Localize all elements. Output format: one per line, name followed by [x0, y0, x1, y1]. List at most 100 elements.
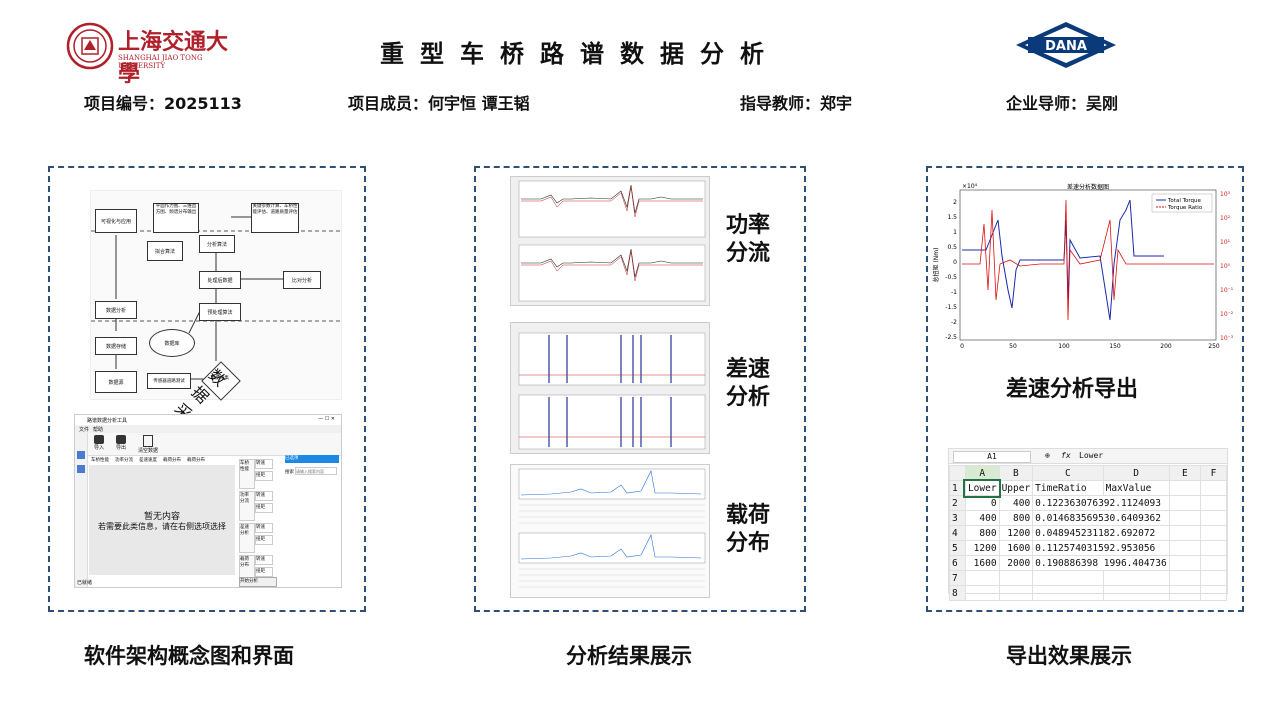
tab-4[interactable]: 载荷分布 — [163, 458, 181, 463]
col-header[interactable]: E — [1168, 465, 1201, 481]
cell[interactable]: 2000 — [998, 555, 1034, 571]
project-number: 项目编号：2025113 — [84, 94, 242, 113]
col-header[interactable]: D — [1102, 465, 1170, 481]
trash-icon — [143, 435, 153, 447]
cell[interactable] — [1168, 495, 1201, 511]
cell[interactable] — [1102, 585, 1170, 601]
col-header[interactable]: C — [1032, 465, 1104, 481]
option-button[interactable]: 扭矩 — [255, 535, 273, 545]
cell[interactable]: 0.048945231182.692072 — [1032, 525, 1170, 541]
cell[interactable]: 400 — [964, 510, 1000, 526]
import-button[interactable]: 导入 — [91, 435, 107, 451]
app-left-rail — [75, 433, 88, 587]
cell[interactable]: 1200 — [998, 525, 1034, 541]
cell[interactable] — [1199, 540, 1228, 556]
cell[interactable] — [1199, 480, 1228, 496]
cell[interactable] — [1168, 585, 1201, 601]
cell-reference[interactable]: A1 — [953, 451, 1031, 463]
tab-1[interactable]: 车桥性能 — [91, 458, 109, 463]
tab-2[interactable]: 功率分流 — [115, 458, 133, 463]
box-compare: 比对分析 — [283, 271, 321, 289]
cell[interactable] — [1199, 495, 1228, 511]
cell[interactable]: TimeRatio — [1032, 480, 1104, 496]
differential-plot — [518, 332, 706, 450]
row-number[interactable]: 8 — [949, 585, 966, 601]
cell[interactable]: Upper — [998, 480, 1034, 496]
cell[interactable]: MaxValue — [1102, 480, 1170, 496]
cell[interactable] — [1032, 570, 1104, 586]
ytick: -0.5 — [945, 274, 957, 281]
menu-file[interactable]: 文件 — [79, 427, 90, 433]
row-number[interactable]: 3 — [949, 510, 966, 526]
cell[interactable] — [1199, 510, 1228, 526]
row-number[interactable]: 6 — [949, 555, 966, 571]
university-logo: 上海交通大學 SHANGHAI JIAO TONG UNIVERSITY — [66, 22, 246, 87]
col-header[interactable]: A — [964, 465, 1000, 481]
option-button[interactable]: 转速 — [255, 491, 273, 501]
rail-icon[interactable] — [77, 451, 85, 459]
row-number[interactable]: 1 — [949, 480, 966, 496]
zoom-icon[interactable]: ⊕ — [1045, 451, 1050, 460]
clear-button[interactable]: 清空数据 — [137, 435, 159, 454]
legend-total-torque: Total Torque — [1167, 198, 1202, 204]
option-group: 差速 分析 — [239, 523, 255, 553]
search-input[interactable] — [295, 467, 337, 475]
tab-3[interactable]: 差速速度 — [139, 458, 157, 463]
cell[interactable] — [998, 570, 1034, 586]
col-header[interactable]: B — [998, 465, 1034, 481]
option-button[interactable]: 扭矩 — [255, 471, 273, 481]
option-button[interactable]: 扭矩 — [255, 503, 273, 513]
cell[interactable] — [1168, 510, 1201, 526]
cell[interactable] — [1199, 525, 1228, 541]
cell[interactable]: 0.190886398 1996.404736 — [1032, 555, 1170, 571]
cell[interactable] — [964, 585, 1000, 601]
cell[interactable] — [1168, 555, 1201, 571]
option-button[interactable]: 转速 — [255, 555, 273, 565]
option-button[interactable]: 转速 — [255, 459, 273, 469]
start-analysis-button[interactable]: 开始分析 — [239, 577, 277, 587]
menu-help[interactable]: 帮助 — [93, 427, 104, 433]
cell[interactable]: 1600 — [964, 555, 1000, 571]
cell[interactable]: 1600 — [998, 540, 1034, 556]
cell[interactable] — [1168, 480, 1201, 496]
option-button[interactable]: 转速 — [255, 523, 273, 533]
cell[interactable]: 800 — [998, 510, 1034, 526]
cell[interactable]: 400 — [998, 495, 1034, 511]
cell[interactable] — [1168, 570, 1201, 586]
cell[interactable] — [1199, 570, 1228, 586]
cell[interactable]: 0 — [964, 495, 1000, 511]
cell[interactable] — [1199, 585, 1228, 601]
export-button[interactable]: 导出 — [113, 435, 129, 451]
rail-icon[interactable] — [77, 465, 85, 473]
cell[interactable]: Lower — [963, 478, 1002, 498]
cell[interactable] — [998, 585, 1034, 601]
cell[interactable]: 800 — [964, 525, 1000, 541]
dana-logo: DANA — [1014, 20, 1118, 70]
window-controls-icon[interactable]: — ☐ ✕ — [318, 416, 335, 422]
row-number[interactable]: 2 — [949, 495, 966, 511]
cell[interactable] — [1168, 540, 1201, 556]
col-header[interactable]: F — [1199, 465, 1228, 481]
differential-export-chart: ×10⁴ 差速分析数据图 总扭矩 (Nm) 2 1.5 1 0.5 0 -0.5… — [930, 180, 1240, 354]
right-panel: 已选项 搜索 — [285, 455, 339, 587]
tab-5[interactable]: 载荷分布 — [187, 458, 205, 463]
cell[interactable]: 0.112574031592.953056 — [1032, 540, 1170, 556]
option-button[interactable]: 扭矩 — [255, 567, 273, 577]
cell[interactable]: 0.122363076392.1124093 — [1032, 495, 1170, 511]
cell[interactable] — [1102, 570, 1170, 586]
cell[interactable] — [1199, 555, 1228, 571]
cell[interactable]: 0.014683569530.6409362 — [1032, 510, 1170, 526]
cell[interactable]: 1200 — [964, 540, 1000, 556]
cell[interactable] — [1032, 585, 1104, 601]
formula-input[interactable]: Lower — [1079, 451, 1104, 460]
clear-label: 清空数据 — [137, 448, 158, 454]
table-row: 2 0 400 0.122363076392.1124093 — [949, 495, 1228, 511]
box-processed: 处理后数据 — [199, 271, 241, 289]
page-title: 重型车桥路谱数据分析 — [380, 40, 780, 68]
row-number[interactable]: 5 — [949, 540, 966, 556]
cell[interactable] — [964, 570, 1000, 586]
row-number[interactable]: 4 — [949, 525, 966, 541]
cell[interactable] — [1168, 525, 1201, 541]
row-number[interactable]: 7 — [949, 570, 966, 586]
ytick-right: 10² — [1220, 215, 1231, 222]
